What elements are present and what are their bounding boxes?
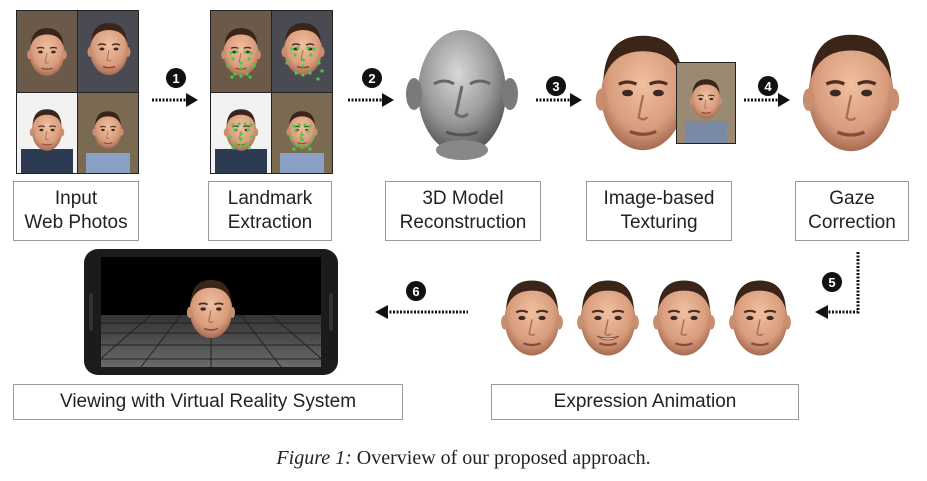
vr-phone-device bbox=[84, 249, 338, 375]
phone-button bbox=[329, 293, 333, 331]
arrow-step-4 bbox=[744, 93, 790, 107]
input-photos-grid bbox=[16, 10, 139, 174]
step-number-3: 3 bbox=[546, 76, 566, 96]
label-viewing-vr-system: Viewing with Virtual Reality System bbox=[13, 384, 403, 420]
step-number-1: 1 bbox=[166, 68, 186, 88]
landmark-photo-4 bbox=[272, 93, 332, 173]
step-number-2: 2 bbox=[362, 68, 382, 88]
caption-prefix: Figure 1: bbox=[276, 447, 352, 469]
expression-face-2 bbox=[575, 279, 641, 357]
expression-face-3 bbox=[651, 279, 717, 357]
gaze-corrected-face bbox=[801, 33, 901, 153]
input-photo-4 bbox=[78, 93, 138, 173]
landmark-photo-1 bbox=[211, 11, 271, 92]
arrow-step-5 bbox=[815, 252, 860, 319]
input-photo-3 bbox=[17, 93, 77, 173]
step-number-5: 5 bbox=[822, 272, 842, 292]
input-photo-1 bbox=[17, 11, 77, 92]
landmark-photo-2 bbox=[272, 11, 332, 92]
caption-text: Overview of our proposed approach. bbox=[351, 447, 651, 469]
arrow-step-2 bbox=[348, 93, 394, 107]
label-expression-animation: Expression Animation bbox=[491, 384, 799, 420]
expression-face-4 bbox=[727, 279, 793, 357]
figure-caption: Figure 1: Overview of our proposed appro… bbox=[0, 447, 927, 470]
arrow-step-3 bbox=[536, 93, 582, 107]
landmark-photos-grid bbox=[210, 10, 333, 174]
expression-face-1 bbox=[499, 279, 565, 357]
landmark-photo-3 bbox=[211, 93, 271, 173]
input-photo-2 bbox=[78, 11, 138, 92]
phone-speaker bbox=[89, 293, 93, 331]
3d-mesh-head bbox=[406, 30, 518, 160]
reference-photo bbox=[676, 62, 736, 144]
vr-scene bbox=[90, 257, 332, 368]
arrow-step-1 bbox=[152, 93, 198, 107]
step-number-6: 6 bbox=[406, 281, 426, 301]
step-number-4: 4 bbox=[758, 76, 778, 96]
arrow-step-6 bbox=[375, 305, 468, 319]
